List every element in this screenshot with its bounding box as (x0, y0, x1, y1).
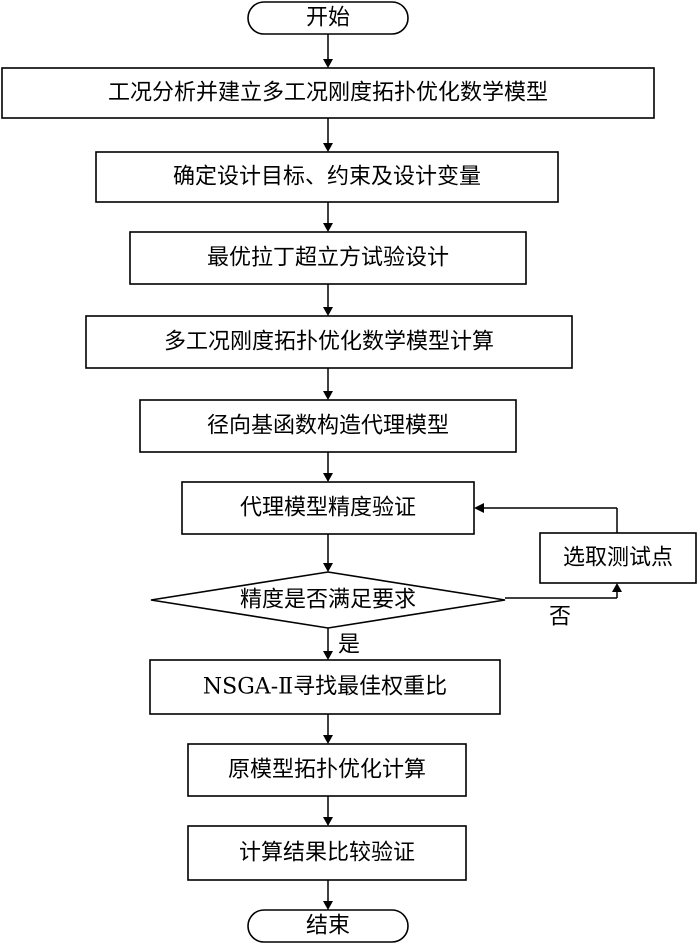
arrowhead (323, 391, 333, 400)
decision-label: 精度是否满足要求 (240, 588, 416, 613)
arrowhead (323, 817, 333, 826)
post-step-3-label: 计算结果比较验证 (239, 841, 415, 866)
arrowhead (323, 735, 333, 744)
decision-node: 精度是否满足要求 (150, 571, 506, 629)
loop-step: 选取测试点 (539, 532, 697, 584)
arrowhead (323, 563, 333, 572)
post-step-2-label: 原模型拓扑优化计算 (228, 758, 426, 783)
arrowhead (323, 651, 333, 660)
arrowhead (323, 473, 333, 482)
arrowhead (323, 143, 333, 152)
process-step-2: 确定设计目标、约束及设计变量 (95, 151, 559, 203)
arrowhead (612, 583, 622, 592)
connectors (323, 34, 622, 910)
end-terminal: 结束 (247, 909, 409, 943)
start-label: 开始 (306, 6, 350, 31)
loop-step-label: 选取测试点 (563, 546, 673, 571)
arrowhead (474, 503, 484, 513)
end-label: 结束 (306, 914, 350, 939)
process-step-2-label: 确定设计目标、约束及设计变量 (173, 165, 481, 190)
process-step-6-label: 代理模型精度验证 (240, 496, 416, 521)
edge-label-yes: 是 (338, 633, 360, 658)
post-step-1-label: NSGA-Ⅱ寻找最佳权重比 (203, 675, 447, 700)
process-step-1: 工况分析并建立多工况刚度拓扑优化数学模型 (1, 67, 655, 119)
post-step-1: NSGA-Ⅱ寻找最佳权重比 (149, 659, 501, 715)
process-step-5-label: 径向基函数构造代理模型 (207, 414, 449, 439)
post-step-2: 原模型拓扑优化计算 (187, 743, 467, 797)
start-terminal: 开始 (247, 1, 409, 35)
edge-label-no: 否 (549, 605, 571, 630)
arrowhead (323, 223, 333, 232)
post-step-3: 计算结果比较验证 (187, 825, 467, 881)
process-step-1-label: 工况分析并建立多工况刚度拓扑优化数学模型 (108, 81, 548, 106)
arrowhead (323, 307, 333, 316)
arrowhead (323, 901, 333, 910)
process-step-3: 最优拉丁超立方试验设计 (129, 231, 527, 285)
process-step-5: 径向基函数构造代理模型 (139, 399, 517, 453)
process-step-4: 多工况刚度拓扑优化数学模型计算 (85, 315, 573, 369)
process-step-4-label: 多工况刚度拓扑优化数学模型计算 (164, 330, 494, 355)
process-step-3-label: 最优拉丁超立方试验设计 (207, 246, 449, 271)
process-step-6: 代理模型精度验证 (181, 481, 475, 535)
arrowhead (323, 59, 333, 68)
